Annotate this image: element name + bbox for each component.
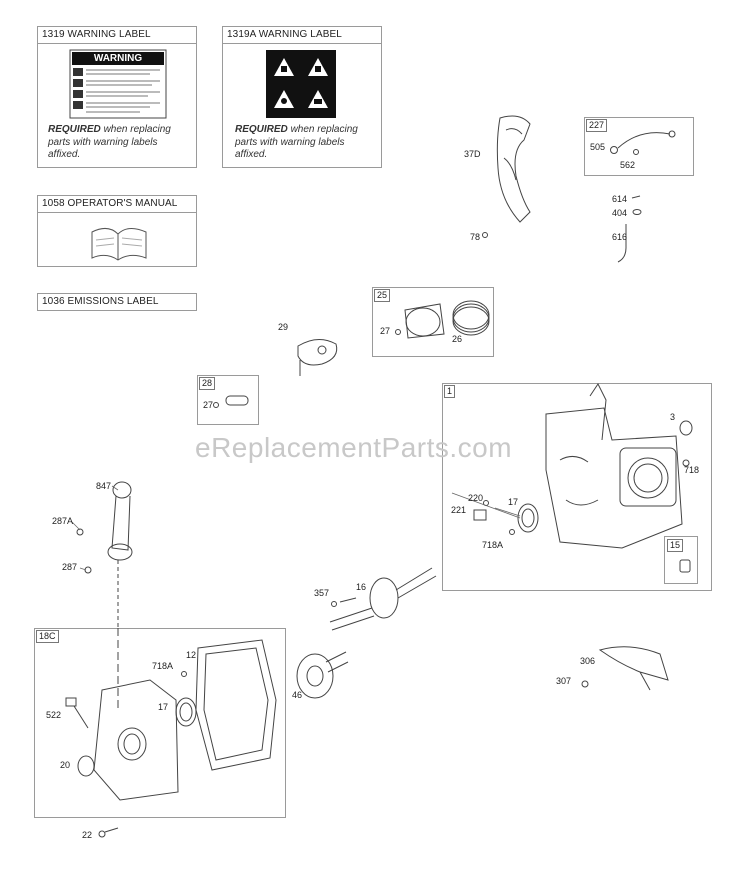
callout-22: 22: [82, 830, 93, 840]
crankshaft: [329, 567, 437, 631]
callout-220: 220: [468, 493, 484, 503]
callout-522: 522: [46, 710, 62, 720]
callout-616: 616: [612, 232, 628, 242]
callout-221: 221: [451, 505, 467, 515]
required-text-a1: when replacing: [287, 124, 358, 135]
screw-287: [84, 566, 92, 574]
callout-847: 847: [96, 481, 112, 491]
callout-27-piston: 27: [380, 326, 391, 336]
callout-287: 287: [62, 562, 78, 572]
required-text-a2: parts with warning labels: [235, 136, 345, 148]
callout-718: 718: [684, 465, 700, 475]
bolt-22: [98, 827, 119, 838]
screw-287A: [76, 528, 84, 536]
operators-manual-title: 1058 OPERATOR'S MANUAL: [38, 196, 196, 213]
callout-307: 307: [556, 676, 572, 686]
callout-227: 227: [586, 119, 608, 132]
required-text-2: parts with warning labels: [48, 136, 158, 148]
callout-357: 357: [314, 588, 330, 598]
required-text-a3: affixed.: [235, 149, 268, 160]
callout-718A-lower: 718A: [152, 661, 174, 671]
governor-arm: [581, 646, 669, 691]
blower-housing-part: [482, 115, 531, 238]
callout-3: 3: [670, 412, 676, 422]
warning-label-a-note: REQUIRED when replacing parts with warni…: [235, 124, 358, 162]
required-text-1: when replacing: [100, 124, 171, 135]
callout-718A-upper: 718A: [482, 540, 504, 550]
fuel-line-616: [617, 224, 627, 263]
part-614: [631, 195, 641, 199]
emissions-label-box: 1036 EMISSIONS LABEL: [37, 293, 197, 311]
callout-404: 404: [612, 208, 628, 218]
callout-28: 28: [199, 377, 216, 390]
warning-label-a-title: 1319A WARNING LABEL: [223, 27, 381, 44]
callout-562: 562: [620, 160, 636, 170]
emissions-label-title: 1036 EMISSIONS LABEL: [42, 296, 159, 307]
required-word: REQUIRED: [48, 124, 101, 135]
part-29: [297, 339, 338, 376]
assembly-25-box: [372, 287, 494, 357]
callout-12: 12: [186, 650, 197, 660]
callout-1: 1: [444, 385, 456, 398]
callout-26: 26: [452, 334, 463, 344]
callout-306: 306: [580, 656, 596, 666]
callout-505: 505: [590, 142, 606, 152]
required-word-a: REQUIRED: [235, 124, 288, 135]
callout-17-upper: 17: [508, 497, 519, 507]
callout-17-lower: 17: [158, 702, 169, 712]
callout-15: 15: [667, 539, 684, 552]
warning-sticker-heading: WARNING: [72, 52, 164, 65]
callout-25: 25: [374, 289, 391, 302]
warning-label-note: REQUIRED when replacing parts with warni…: [48, 124, 171, 162]
callout-78: 78: [470, 232, 481, 242]
callout-46: 46: [292, 690, 303, 700]
callout-37D: 37D: [464, 149, 481, 159]
callout-20: 20: [60, 760, 71, 770]
operators-manual-box: 1058 OPERATOR'S MANUAL: [37, 195, 197, 267]
callout-16: 16: [356, 582, 367, 592]
part-404: [632, 209, 642, 215]
callout-287A: 287A: [52, 516, 74, 526]
watermark: eReplacementParts.com: [195, 432, 513, 463]
callout-27-pin: 27: [203, 400, 214, 410]
callout-18C: 18C: [36, 630, 59, 643]
callout-29: 29: [278, 322, 289, 332]
cam-gear: [296, 651, 349, 699]
warning-label-title: 1319 WARNING LABEL: [38, 27, 196, 44]
assembly-18C-box: [34, 628, 286, 818]
required-text-3: affixed.: [48, 149, 81, 160]
callout-614: 614: [612, 194, 628, 204]
